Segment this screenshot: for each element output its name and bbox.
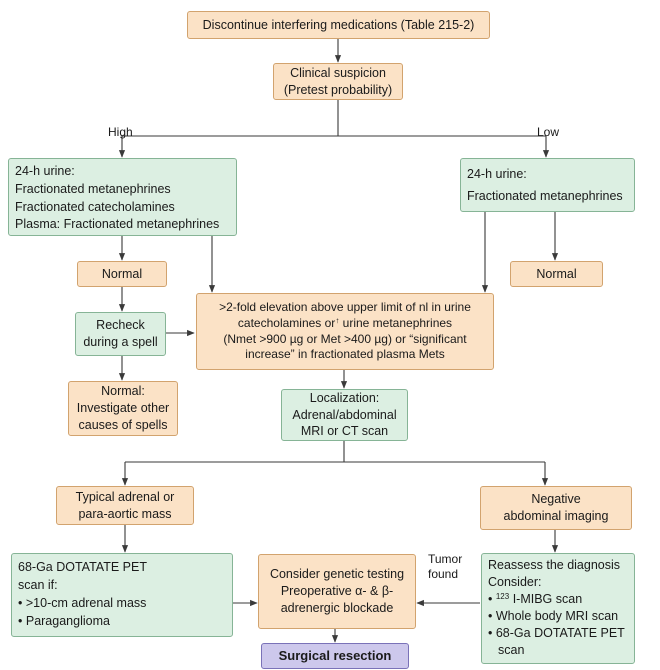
normal-left-box: Normal	[77, 261, 167, 287]
discontinue-medications-box: Discontinue interfering medications (Tab…	[187, 11, 490, 39]
reassess-box: Reassess the diagnosis Consider: 123 I-M…	[481, 553, 635, 664]
elevation-line-4: increase” in fractionated plasma Mets	[245, 347, 445, 362]
elevation-line-2-tail: urine metanephrines	[342, 315, 453, 330]
low-urine-line-2: Fractionated metanephrines	[467, 188, 623, 203]
normal-left-text: Normal	[101, 266, 143, 281]
normal-other-line-2: Investigate other	[76, 401, 170, 416]
dotatate-bullet-2: Paraganglioma	[18, 612, 226, 630]
low-label: Low	[537, 125, 560, 139]
high-label: High	[108, 125, 133, 139]
elevation-line-2-text: catecholamines or	[237, 315, 336, 330]
elevation-line-3: (Nmet >900 µg or Met >400 µg) or “signif…	[223, 331, 467, 346]
high-urine-line-1: 24-h urine:	[15, 164, 75, 178]
dotatate-bullet-1: >10-cm adrenal mass	[18, 594, 226, 612]
reassess-bullet-1: 123 I-MIBG scan	[488, 591, 628, 608]
genetic-line-2: Preoperative α- & β-	[280, 584, 394, 599]
normal-other-line-3: causes of spells	[78, 417, 168, 432]
typical-line-2: para-aortic mass	[78, 506, 172, 521]
recheck-line-1: Recheck	[96, 318, 145, 333]
dotatate-line-2: scan if:	[18, 578, 58, 593]
recheck-line-2: during a spell	[83, 335, 158, 349]
normal-other-causes-box: Normal: Investigate other causes of spel…	[68, 381, 178, 436]
elevation-line-1: >2-fold elevation above upper limit of n…	[219, 300, 471, 315]
reassess-bullet-2: Whole body MRI scan	[488, 608, 628, 625]
low-urine-line-1: 24-h urine:	[467, 167, 527, 181]
localization-line-2: Adrenal/abdominal	[292, 407, 397, 422]
up-arrow-icon: ↑	[335, 315, 340, 325]
reassess-line-6: scan	[498, 643, 525, 657]
high-urine-line-3: Fractionated catecholamines	[15, 199, 175, 214]
negative-imaging-box: Negative abdominal imaging	[480, 486, 632, 530]
suspicion-line-1: Clinical suspicion	[290, 65, 386, 80]
high-urine-line-2: Fractionated metanephrines	[15, 181, 171, 196]
high-urine-box: 24-h urine: Fractionated metanephrines F…	[8, 158, 237, 236]
clinical-suspicion-box: Clinical suspicion (Pretest probability)	[273, 63, 403, 100]
localization-box: Localization: Adrenal/abdominal MRI or C…	[281, 389, 408, 441]
genetic-line-3: adrenergic blockade	[280, 600, 394, 615]
low-urine-box: 24-h urine: Fractionated metanephrines	[460, 158, 635, 212]
recheck-box: Recheck during a spell	[75, 312, 166, 356]
dotatate-box: 68-Ga DOTATATE PET scan if: >10-cm adren…	[11, 553, 233, 637]
typical-mass-box: Typical adrenal or para-aortic mass	[56, 486, 194, 525]
suspicion-line-2: (Pretest probability)	[283, 82, 393, 97]
normal-other-line-1: Normal:	[101, 384, 145, 399]
typical-line-1: Typical adrenal or	[75, 489, 175, 504]
reassess-line-2: Consider:	[488, 575, 542, 589]
surgery-text: Surgical resection	[278, 648, 392, 664]
genetic-testing-box: Consider genetic testing Preoperative α-…	[258, 554, 416, 629]
negative-line-1: Negative	[531, 492, 581, 507]
normal-right-text: Normal	[536, 266, 577, 281]
discontinue-text: Discontinue interfering medications (Tab…	[202, 17, 475, 32]
reassess-bullet-3: 68-Ga DOTATATE PET	[488, 625, 628, 642]
high-urine-line-4: Plasma: Fractionated metanephrines	[15, 217, 220, 232]
connector-localization-split	[125, 441, 545, 463]
negative-line-2: abdominal imaging	[503, 509, 609, 523]
connector-suspicion-split	[122, 100, 546, 137]
localization-line-1: Localization:	[309, 390, 380, 405]
localization-line-3: MRI or CT scan	[300, 424, 389, 439]
mibg-superscript: 123	[495, 592, 510, 601]
tumor-found-label-1: Tumor	[428, 552, 463, 566]
elevation-line-2: catecholamines or↑ urine metanephrines	[238, 316, 452, 332]
dotatate-line-1: 68-Ga DOTATATE PET	[18, 560, 147, 574]
genetic-line-1: Consider genetic testing	[269, 567, 405, 582]
elevation-box: >2-fold elevation above upper limit of n…	[196, 293, 494, 370]
surgical-resection-box: Surgical resection	[261, 643, 409, 669]
tumor-found-label-2: found	[428, 567, 459, 581]
normal-right-box: Normal	[510, 261, 603, 287]
reassess-line-1: Reassess the diagnosis	[488, 558, 621, 572]
reassess-bullet-1-text: I-MIBG scan	[512, 592, 583, 606]
